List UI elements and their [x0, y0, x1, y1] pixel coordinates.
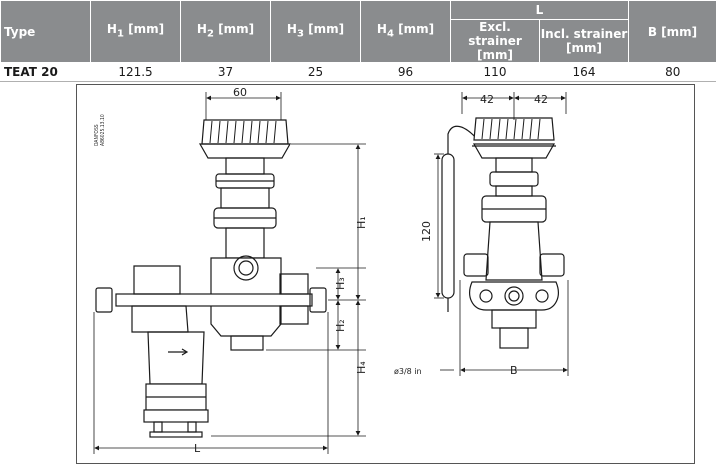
dim-h1-label: H₁	[355, 216, 368, 229]
cell-b: 80	[628, 62, 716, 82]
cell-excl: 110	[450, 62, 540, 82]
drawing-frame	[76, 84, 695, 464]
dim-b-label: B	[510, 364, 518, 377]
svg-text:DANFOSS: DANFOSS	[94, 124, 100, 146]
header-excl-strainer: Excl. strainer[mm]	[450, 19, 540, 63]
drawing-stamp: DANFOSS A86025.13.10	[94, 114, 106, 146]
cell-h3: 25	[270, 62, 361, 82]
header-l: L	[450, 0, 629, 20]
dim-42-right-label: 42	[534, 93, 548, 106]
header-incl-strainer: Incl. strainer[mm]	[539, 19, 629, 63]
header-h1: H1 [mm]	[90, 0, 181, 63]
dim-l-label: L	[194, 442, 201, 455]
header-type: Type	[0, 0, 91, 63]
valve-drawing: DANFOSS A86025.13.10	[93, 86, 569, 455]
dim-60-label: 60	[233, 86, 247, 99]
valve-front-view	[441, 117, 565, 349]
dim-h3-label: H₃	[334, 277, 347, 290]
spec-table: Type H1 [mm] H2 [mm] H3 [mm] H4 [mm] L B…	[0, 0, 716, 82]
dim-h4-label: H₄	[355, 361, 368, 374]
side-view-dimensions	[93, 92, 366, 454]
header-b: B [mm]	[628, 0, 716, 63]
cell-type: TEAT 20	[0, 62, 91, 82]
dim-120-label: 120	[420, 221, 433, 242]
table-row: TEAT 20 121.5 37 25 96 110 164 80	[0, 62, 716, 82]
header-h4: H4 [mm]	[360, 0, 451, 63]
cell-h2: 37	[180, 62, 271, 82]
bulb-diameter-label: ø3/8 in	[394, 367, 422, 376]
cell-h4: 96	[360, 62, 451, 82]
cell-incl: 164	[539, 62, 629, 82]
dim-h2-label: H₂	[334, 319, 347, 332]
cell-h1: 121.5	[90, 62, 181, 82]
svg-text:A86025.13.10: A86025.13.10	[100, 114, 106, 146]
header-h3: H3 [mm]	[270, 0, 361, 63]
valve-side-view	[95, 119, 327, 438]
header-h2: H2 [mm]	[180, 0, 271, 63]
front-view-dimensions	[434, 92, 569, 376]
dim-42-left-label: 42	[480, 93, 494, 106]
